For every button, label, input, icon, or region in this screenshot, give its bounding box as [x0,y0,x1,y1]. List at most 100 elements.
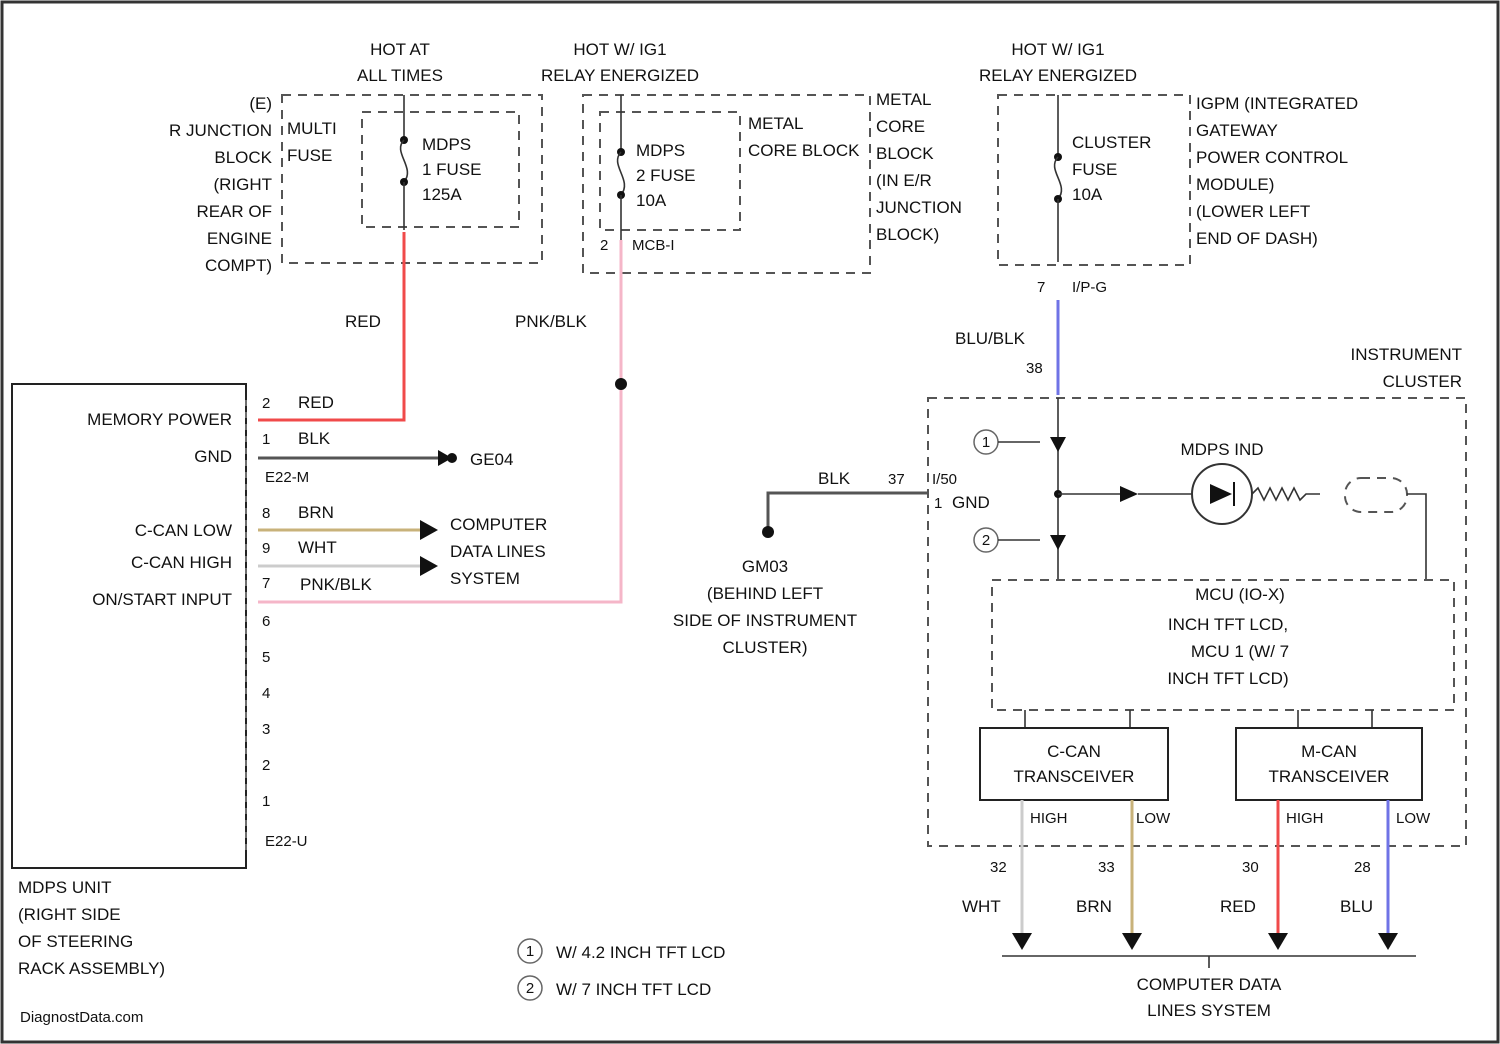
pink-wire-label: PNK/BLK [515,312,587,331]
mdps-wire-red: RED [298,393,334,412]
legend-text-2: W/ 7 INCH TFT LCD [556,980,711,999]
rjb-line-5: ENGINE [207,229,272,248]
bus-pin-32: 32 [990,859,1007,876]
mdps-extra-pin-5: 5 [262,649,270,666]
cluster-title-line2: CLUSTER [1383,372,1462,391]
bus-label-red: RED [1220,897,1256,916]
blu-wire-pin: 38 [1026,360,1043,377]
legend-key-1: 1 [526,943,534,960]
mdps-fuse2-line2: 2 FUSE [636,166,696,185]
mdps-wire-blk: BLK [298,429,331,448]
mcu-line1: MCU (IO-X) [1195,585,1285,604]
mdps-unit-2: OF STEERING [18,932,133,951]
fuse2-pin: 2 [600,237,608,254]
mdps-row-on-start: ON/START INPUT [92,590,232,609]
igpm-1: GATEWAY [1196,121,1278,140]
rjb-line-3: (RIGHT [213,175,272,194]
mcan-line1: M-CAN [1301,742,1357,761]
igpm-3: MODULE) [1196,175,1274,194]
igpm-2: POWER CONTROL [1196,148,1348,167]
ccan-line1: C-CAN [1047,742,1101,761]
mdps-wire-wht: WHT [298,538,337,557]
multi-fuse-line2: FUSE [287,146,332,165]
mdps-row-ccan-low: C-CAN LOW [135,521,232,540]
hot-ig1-b-line2: RELAY ENERGIZED [979,66,1137,85]
cluster-fuse-connector: I/P-G [1072,279,1107,296]
igpm-4: (LOWER LEFT [1196,202,1310,221]
computer-data-line1: COMPUTER [450,515,547,534]
rjb-line-0: (E) [249,94,272,113]
ccan-line2: TRANSCEIVER [1014,767,1135,786]
gm03-ground-dot [762,526,774,538]
bus-label-brn: BRN [1076,897,1112,916]
igpm-5: END OF DASH) [1196,229,1318,248]
mdps-extra-pin-2: 2 [262,757,270,774]
mdps-extra-pin-3: 3 [262,721,270,738]
bus-pin-33: 33 [1098,859,1115,876]
mdps-fuse2-line3: 10A [636,191,667,210]
mdps-pin-8: 8 [262,505,270,522]
bus-pin-30: 30 [1242,859,1259,876]
footer-credit: DiagnostData.com [20,1009,143,1026]
gm03-3: CLUSTER) [722,638,807,657]
cluster-fuse-line2: FUSE [1072,160,1117,179]
mcb-right-5: BLOCK) [876,225,939,244]
hot-ig1-a-line1: HOT W/ IG1 [573,40,666,59]
mcb-right-1: CORE [876,117,925,136]
rjb-line-1: R JUNCTION [169,121,272,140]
mdps-row-ccan-high: C-CAN HIGH [131,553,232,572]
mdps-unit-1: (RIGHT SIDE [18,905,121,924]
mdps-fuse1-line1: MDPS [422,135,471,154]
mcu-line4: INCH TFT LCD) [1167,669,1288,688]
rjb-line-6: COMPT) [205,256,272,275]
fuse2-connector: MCB-I [632,237,675,254]
mdps-ind-label: MDPS IND [1180,440,1263,459]
legend-text-1: W/ 4.2 INCH TFT LCD [556,943,725,962]
mdps-unit-3: RACK ASSEMBLY) [18,959,165,978]
mdps-wire-brn: BRN [298,503,334,522]
cluster-gnd-name: GND [952,493,990,512]
cluster-gnd-conn: I/50 [932,471,957,488]
cluster-gnd-pin: 37 [888,471,905,488]
mdps-extra-pin-1: 1 [262,793,270,810]
mdps-pin-7: 7 [262,575,270,592]
mdps-unit-0: MDPS UNIT [18,878,112,897]
mdps-wire-pnk: PNK/BLK [300,575,372,594]
gm03-2: SIDE OF INSTRUMENT [673,611,857,630]
option-mark-2: 2 [982,532,990,549]
mdps-extra-pin-6: 6 [262,613,270,630]
hot-at-all-times-line1: HOT AT [370,40,430,59]
cluster-fuse-line3: 10A [1072,185,1103,204]
cluster-fuse-line1: CLUSTER [1072,133,1151,152]
mcan-high-label: HIGH [1286,810,1324,827]
mdps-fuse1-line3: 125A [422,185,462,204]
mcan-line2: TRANSCEIVER [1269,767,1390,786]
hot-at-all-times-line2: ALL TIMES [357,66,443,85]
rjb-line-4: REAR OF [196,202,272,221]
blu-wire-label: BLU/BLK [955,329,1026,348]
mdps-pin-2: 2 [262,395,270,412]
ground-dot [447,453,457,463]
mdps-row-memory-power: MEMORY POWER [87,410,232,429]
mdps-pin-9: 9 [262,540,270,557]
metal-core-line1: METAL [748,114,803,133]
hot-ig1-a-line2: RELAY ENERGIZED [541,66,699,85]
pink-wire-splice [615,378,627,390]
cluster-gnd-wire-label: BLK [818,469,851,488]
metal-core-line2: CORE BLOCK [748,141,860,160]
mcu-line2: INCH TFT LCD, [1168,615,1288,634]
mdps-pin-1: 1 [262,431,270,448]
computer-data-line3: SYSTEM [450,569,520,588]
gm03-1: (BEHIND LEFT [707,584,823,603]
ground-ge04: GE04 [470,450,513,469]
mcan-low-label: LOW [1396,810,1431,827]
hot-ig1-b-line1: HOT W/ IG1 [1011,40,1104,59]
cluster-fuse-pin: 7 [1037,279,1045,296]
cluster-gnd-pin-small: 1 [934,495,942,512]
gm03-0: GM03 [742,557,788,576]
ccan-high-label: HIGH [1030,810,1068,827]
computer-data-bottom-line2: LINES SYSTEM [1147,1001,1271,1020]
red-wire-label: RED [345,312,381,331]
ccan-low-label: LOW [1136,810,1171,827]
